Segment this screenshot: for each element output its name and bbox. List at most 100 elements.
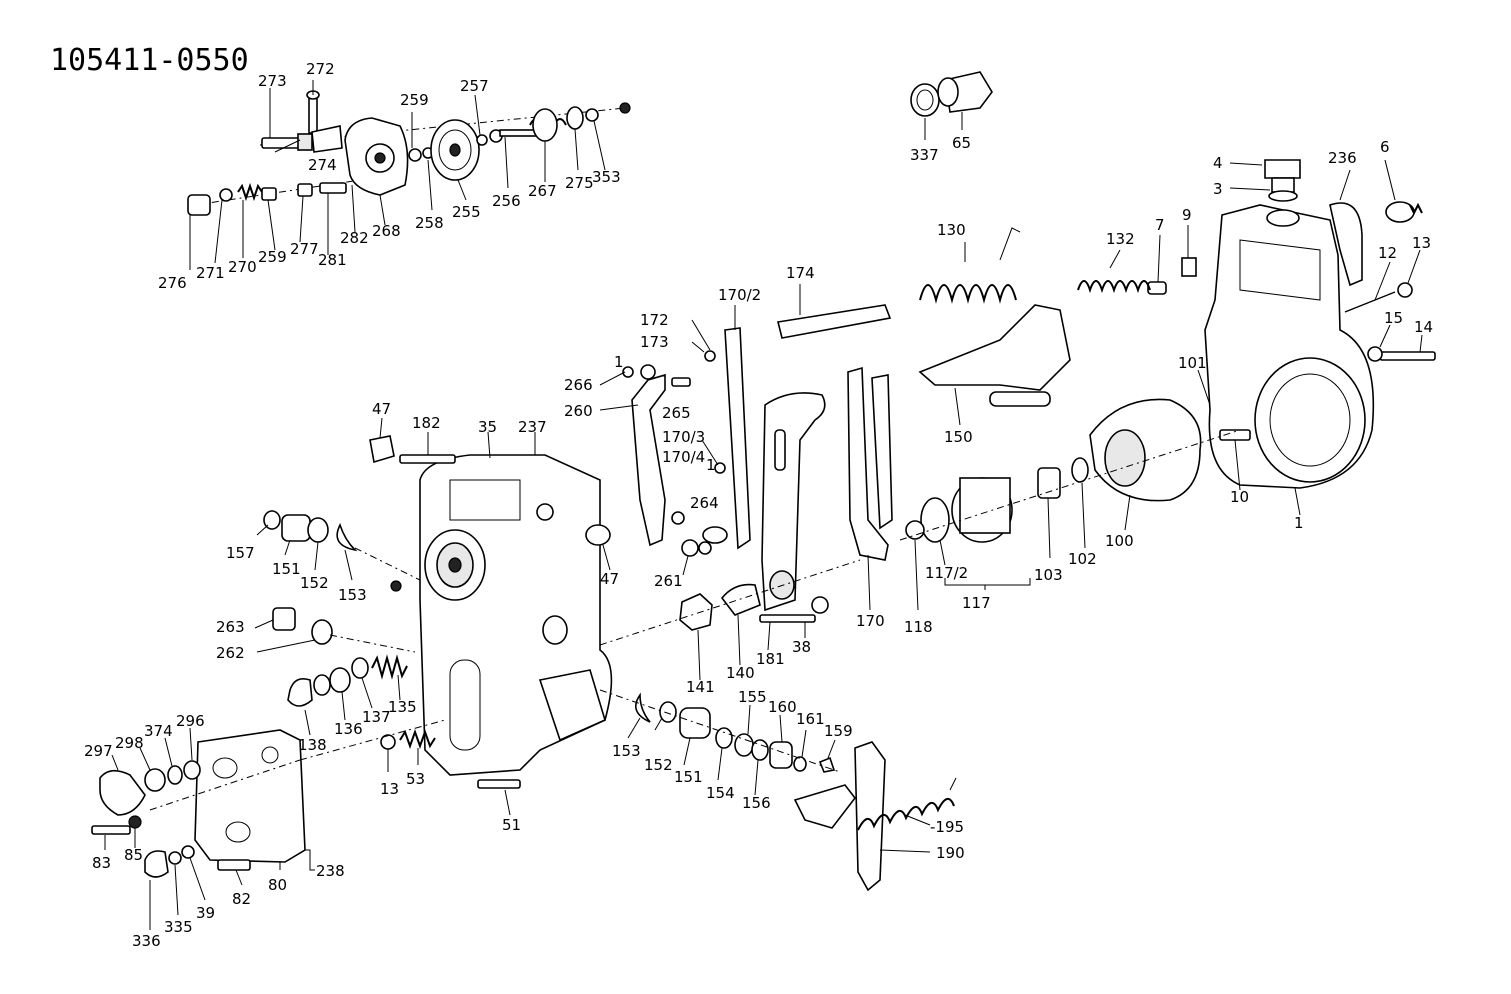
lower-shaft-seals	[599, 689, 841, 796]
drawing-number: 105411-0550	[50, 43, 249, 78]
label-151-left: 151	[272, 560, 301, 578]
label-4: 4	[1213, 154, 1223, 172]
label-100: 100	[1105, 532, 1134, 550]
label-140: 140	[726, 664, 755, 682]
label-1: 1	[1294, 514, 1304, 532]
label-258: 258	[415, 214, 444, 232]
label-170-4: 170/4	[662, 448, 705, 466]
label-271: 271	[196, 264, 225, 282]
label-9: 9	[1182, 206, 1192, 224]
label-298: 298	[115, 734, 144, 752]
label-1-link: 1	[706, 456, 716, 474]
label-190: 190	[936, 844, 965, 862]
label-263: 263	[216, 618, 245, 636]
label-14: 14	[1414, 318, 1433, 336]
label-38: 38	[792, 638, 811, 656]
label-266: 266	[564, 376, 593, 394]
label-195: -195	[930, 818, 964, 836]
label-47-right: 47	[600, 570, 619, 588]
label-156: 156	[742, 794, 771, 812]
label-262: 262	[216, 644, 245, 662]
label-256: 256	[492, 192, 521, 210]
label-65: 65	[952, 134, 971, 152]
label-296: 296	[176, 712, 205, 730]
label-151-bottom: 151	[674, 768, 703, 786]
label-3: 3	[1213, 180, 1223, 198]
label-153-bottom: 153	[612, 742, 641, 760]
label-12: 12	[1378, 244, 1397, 262]
label-160: 160	[768, 698, 797, 716]
label-6: 6	[1380, 138, 1390, 156]
top-left-assembly	[187, 80, 631, 270]
label-274: 274	[308, 156, 337, 174]
label-35: 35	[478, 418, 497, 436]
label-181: 181	[756, 650, 785, 668]
label-353: 353	[592, 168, 621, 186]
label-53: 53	[406, 770, 425, 788]
label-174: 174	[786, 264, 815, 282]
label-7: 7	[1155, 216, 1165, 234]
label-137: 137	[362, 708, 391, 726]
label-117: 117	[962, 594, 991, 612]
label-273: 273	[258, 72, 287, 90]
label-236: 236	[1328, 149, 1357, 167]
label-103: 103	[1034, 566, 1063, 584]
label-102: 102	[1068, 550, 1097, 568]
label-259-top: 259	[400, 91, 429, 109]
adjusting-screw-group	[287, 654, 446, 772]
label-259-bottom: 259	[258, 248, 287, 266]
flyweight-assembly	[899, 398, 1241, 611]
label-172: 172	[640, 311, 669, 329]
label-272: 272	[306, 60, 335, 78]
label-136: 136	[334, 720, 363, 738]
label-173: 173	[640, 333, 669, 351]
center-shaft-group	[599, 559, 861, 681]
label-170: 170	[856, 612, 885, 630]
label-182: 182	[412, 414, 441, 432]
label-265: 265	[662, 404, 691, 422]
label-85: 85	[124, 846, 143, 864]
label-39: 39	[196, 904, 215, 922]
label-268: 268	[372, 222, 401, 240]
label-261: 261	[654, 572, 683, 590]
label-260: 260	[564, 402, 593, 420]
label-161: 161	[796, 710, 825, 728]
label-10: 10	[1230, 488, 1249, 506]
part-labels: 272 273 274 259 257 276 271 270 259 277 …	[84, 60, 1433, 950]
label-337: 337	[910, 146, 939, 164]
label-80: 80	[268, 876, 287, 894]
label-15: 15	[1384, 309, 1403, 327]
left-stop-assembly	[254, 510, 421, 653]
upper-springs-and-lever	[918, 227, 1151, 426]
label-257: 257	[460, 77, 489, 95]
label-270: 270	[228, 258, 257, 276]
label-150: 150	[944, 428, 973, 446]
bottom-cover-80	[91, 727, 521, 930]
label-170-2: 170/2	[718, 286, 761, 304]
label-255: 255	[452, 203, 481, 221]
label-47-top: 47	[372, 400, 391, 418]
label-275: 275	[565, 174, 594, 192]
label-170-3: 170/3	[662, 428, 705, 446]
label-118: 118	[904, 618, 933, 636]
label-101: 101	[1178, 354, 1207, 372]
label-154: 154	[706, 784, 735, 802]
label-335: 335	[164, 918, 193, 936]
label-238: 238	[316, 862, 345, 880]
label-130: 130	[937, 221, 966, 239]
label-82: 82	[232, 890, 251, 908]
label-117-2: 117/2	[925, 564, 968, 582]
label-83: 83	[92, 854, 111, 872]
label-132: 132	[1106, 230, 1135, 248]
label-267: 267	[528, 182, 557, 200]
label-13-top: 13	[1412, 234, 1431, 252]
label-277: 277	[290, 240, 319, 258]
label-297: 297	[84, 742, 113, 760]
label-237: 237	[518, 418, 547, 436]
governor-housing-1	[1147, 159, 1436, 516]
label-159: 159	[824, 722, 853, 740]
label-276: 276	[158, 274, 187, 292]
label-13-bottom: 13	[380, 780, 399, 798]
label-336: 336	[132, 932, 161, 950]
